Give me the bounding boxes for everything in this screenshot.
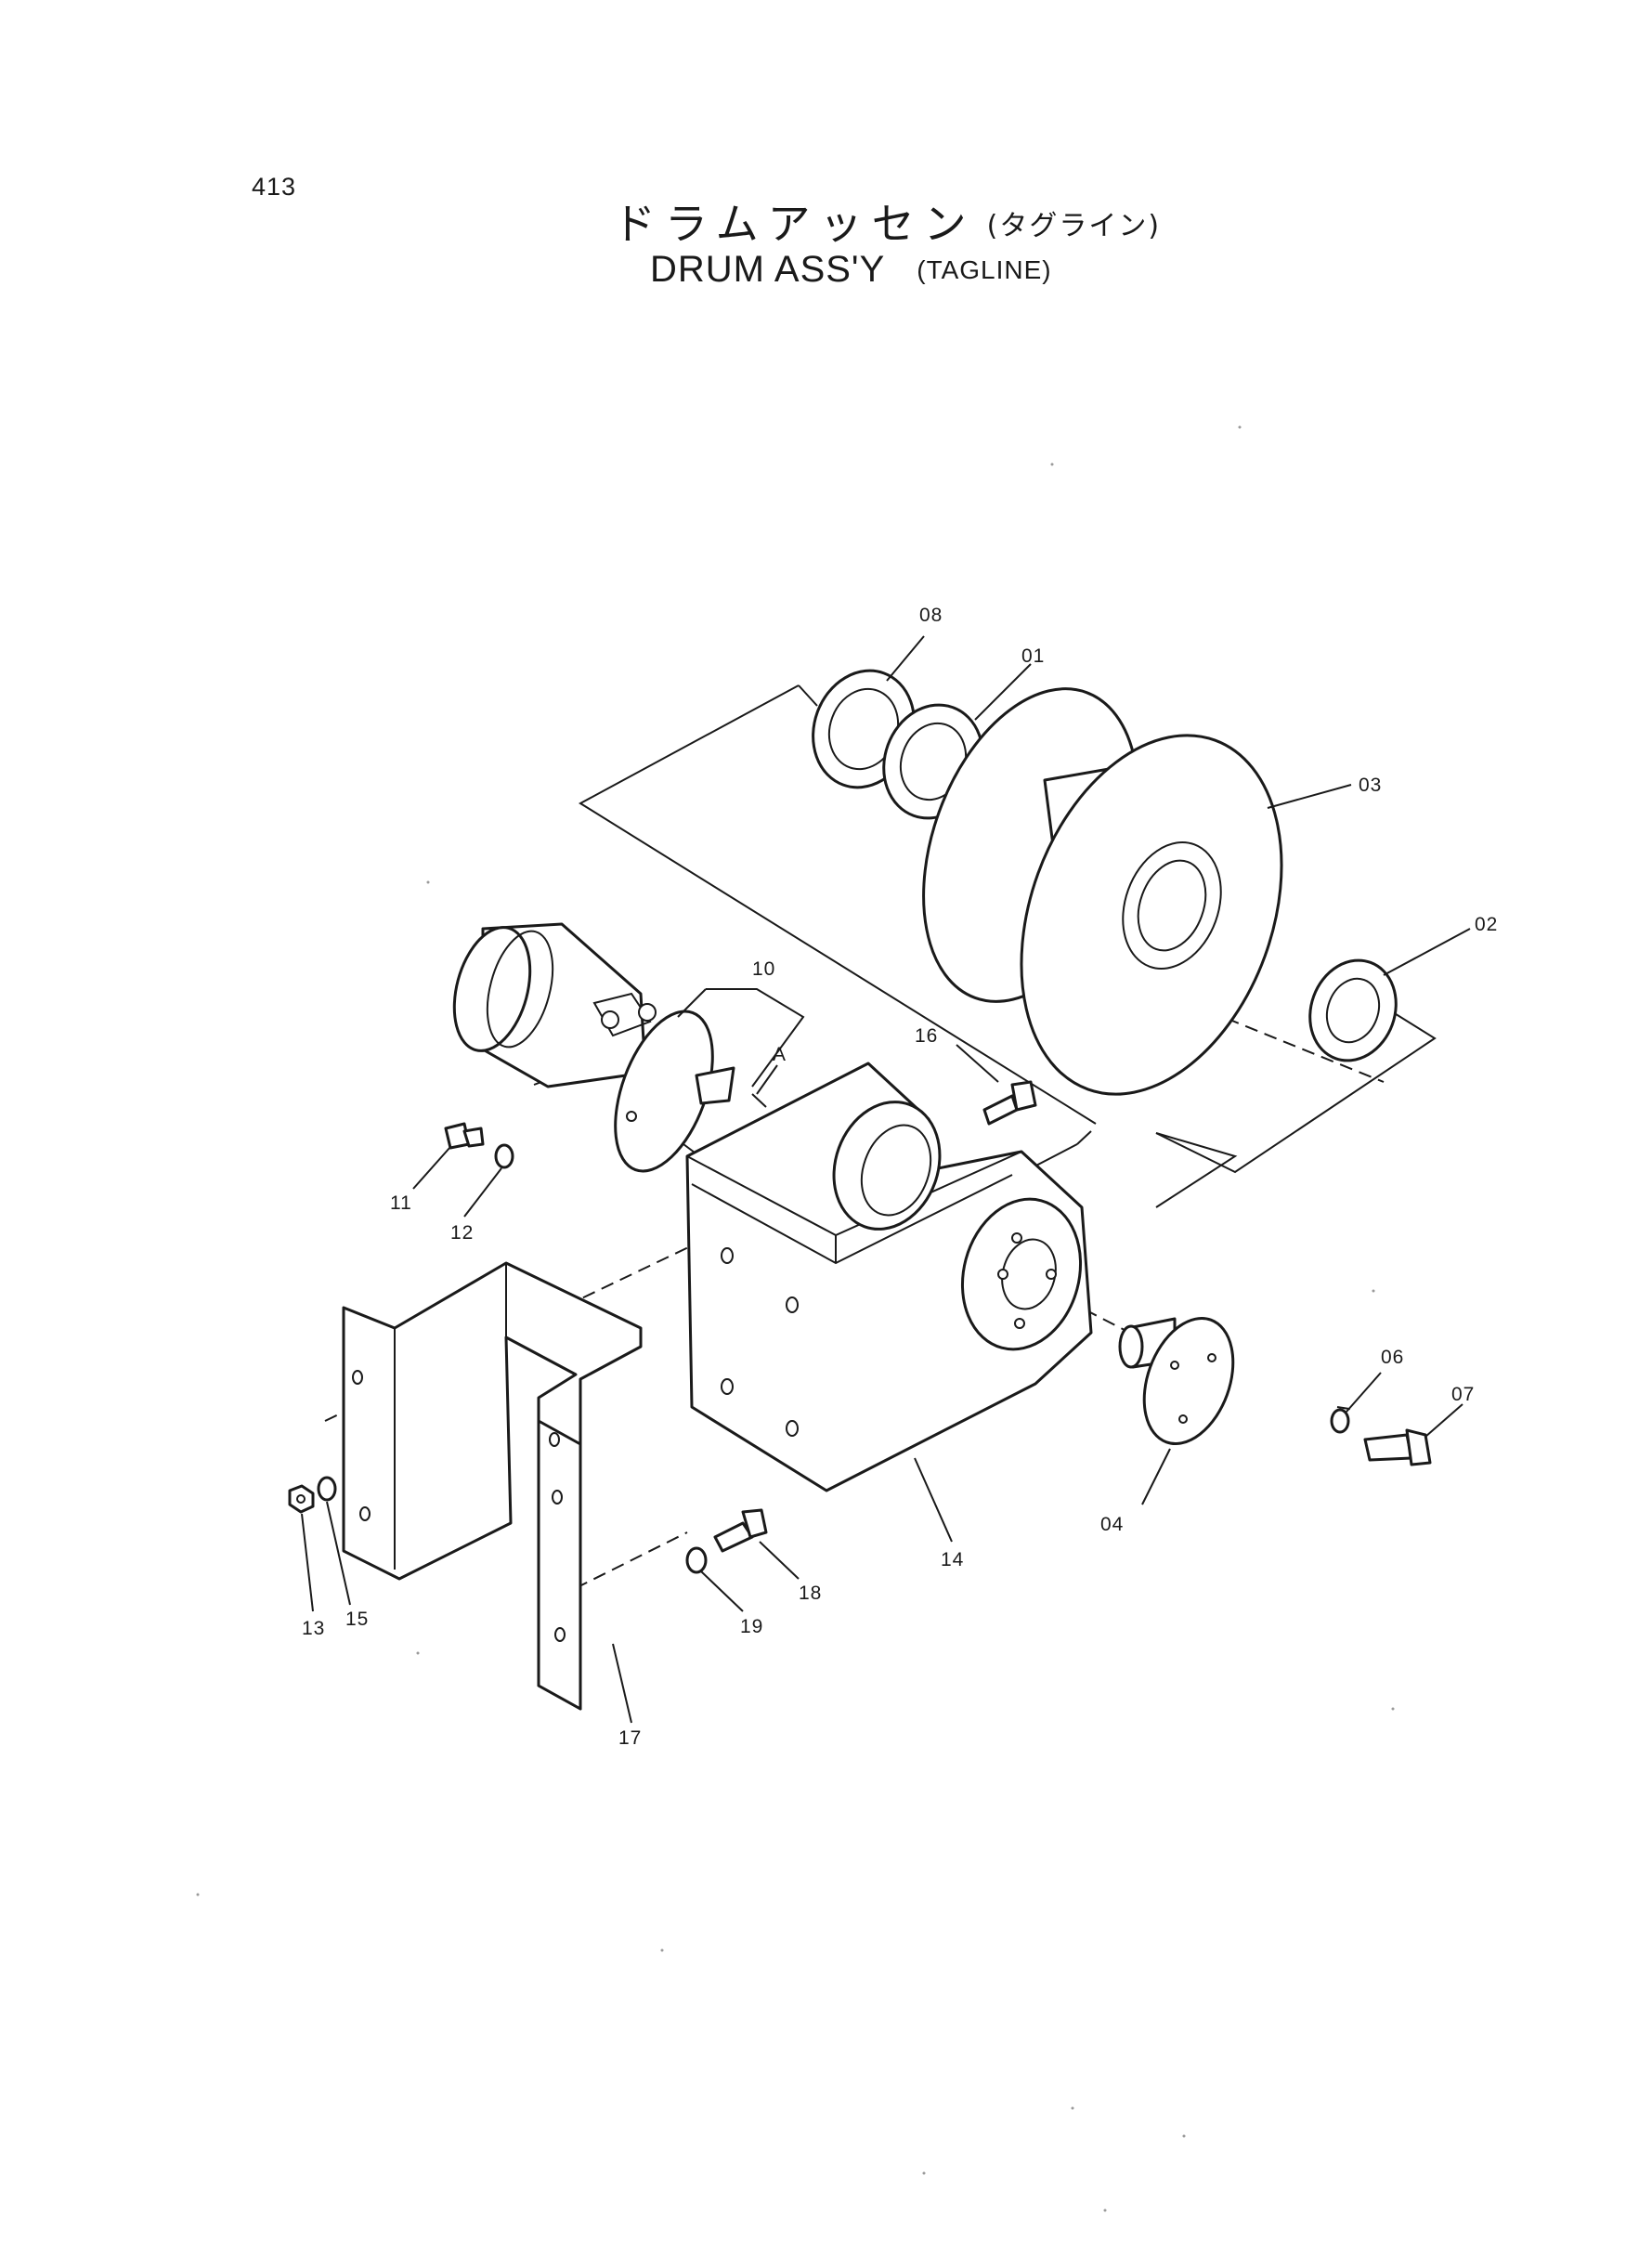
part-17-bracket [342,1261,643,1711]
callout-13: 13 [302,1618,325,1639]
callout-17: 17 [618,1727,642,1749]
callout-18: 18 [799,1583,822,1604]
title-english-main: DRUM ASS'Y [650,249,886,290]
title-japanese-main: ドラムアッセン [613,199,976,249]
callout-19: 19 [740,1616,763,1637]
part-03-drum [922,687,1283,1096]
part-14-housing [685,1062,1093,1492]
callout-08: 08 [919,605,943,626]
callout-02: 02 [1475,914,1498,935]
callout-16: 16 [915,1025,938,1047]
callout-12: 12 [450,1222,474,1244]
callout-11: 11 [390,1192,412,1214]
callout-10: 10 [752,958,775,980]
part-19-washer [685,1546,708,1574]
title-english: DRUM ASS'Y (TAGLINE) [650,249,1052,291]
callout-15: 15 [345,1609,369,1630]
callout-01: 01 [1021,645,1045,667]
callout-04: 04 [1100,1514,1124,1535]
callout-06: 06 [1381,1347,1404,1368]
part-13-nut [288,1484,315,1514]
title-japanese-sub: (タグライン) [986,210,1162,242]
part-11-bolt [444,1122,485,1150]
part-07-bolt [1363,1428,1432,1466]
scan-specks [196,425,1395,2212]
callout-labels: 08 01 03 02 10 A 16 11 12 06 07 04 14 18… [302,605,1498,1749]
callout-03: 03 [1359,775,1382,796]
page-number: 413 [252,173,297,201]
callout-leaders [301,635,1471,1724]
part-15-washer [317,1476,337,1502]
part-04-cap [1118,1317,1235,1445]
title-japanese: ドラムアッセン (タグライン) [613,190,1161,252]
part-06-washer [1330,1408,1350,1434]
callout-14: 14 [941,1549,964,1570]
part-10-motor [452,922,767,1173]
part-12-washer [494,1143,514,1169]
part-16-bolt [982,1080,1037,1126]
part-18-bolt [713,1508,768,1553]
title-english-sub: (TAGLINE) [917,255,1052,284]
callout-07: 07 [1451,1384,1475,1405]
part-02-seal [1308,958,1398,1062]
callout-a: A [773,1044,787,1065]
